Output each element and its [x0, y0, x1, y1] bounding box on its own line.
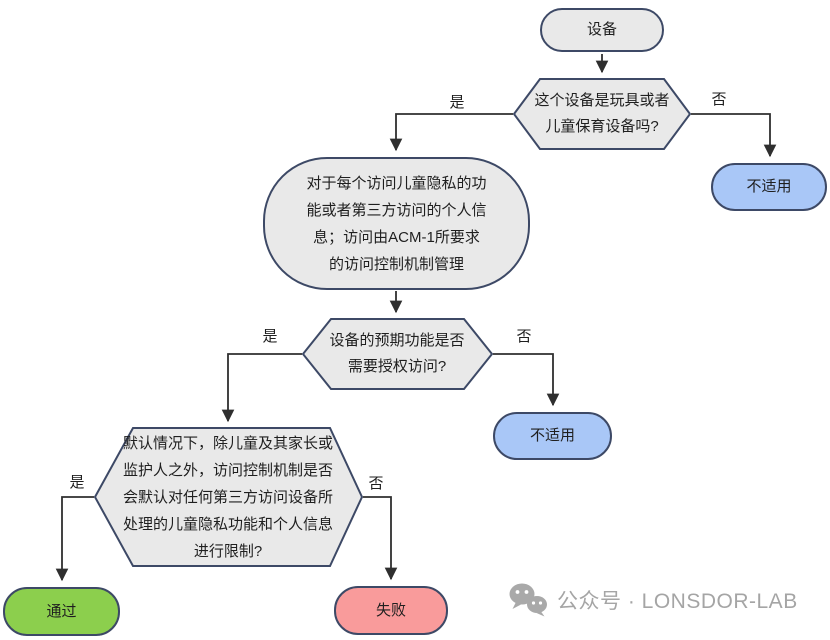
- acm-process-node-label: 对于每个访问儿童隐私的功 能或者第三方访问的个人信 息；访问由ACM-1所要求 …: [306, 174, 487, 273]
- edge-auth-yes-to-restrict-question: [221, 353, 302, 423]
- edge-label-auth-no: 否: [516, 328, 532, 345]
- edge-toy-yes-to-process: [389, 113, 513, 152]
- toy-question-hexagon: [512, 78, 692, 150]
- fail-node: 失败: [334, 586, 448, 635]
- auth-question-hexagon: [301, 318, 494, 390]
- pass-node-label: 通过: [46, 602, 77, 620]
- not-applicable-node-2-label: 不适用: [529, 427, 575, 444]
- restrict-question-hexagon: [93, 427, 364, 567]
- edge-label-toy-no: 否: [711, 91, 727, 108]
- edge-restrict-no-to-fail: [363, 496, 398, 581]
- watermark-text: 公众号 · LONSDOR-LAB: [557, 590, 798, 613]
- not-applicable-node-2: 不适用: [493, 412, 612, 460]
- pass-node: 通过: [3, 587, 120, 636]
- edge-label-restrict-yes: 是: [69, 474, 85, 491]
- wechat-icon: [509, 583, 547, 617]
- not-applicable-node-1: 不适用: [711, 163, 827, 211]
- edge-label-restrict-no: 否: [368, 475, 384, 492]
- acm-process-node: 对于每个访问儿童隐私的功 能或者第三方访问的个人信 息；访问由ACM-1所要求 …: [263, 157, 530, 290]
- device-node: 设备: [540, 8, 664, 52]
- not-applicable-node-1-label: 不适用: [746, 178, 792, 195]
- fail-node-label: 失败: [375, 601, 406, 619]
- edge-toy-no-to-not-applicable-1: [691, 113, 777, 158]
- edge-restrict-yes-to-pass: [55, 496, 94, 582]
- watermark: 公众号 · LONSDOR-LAB: [508, 583, 798, 617]
- device-node-label: 设备: [586, 21, 617, 38]
- edge-label-auth-yes: 是: [262, 328, 278, 345]
- edge-label-toy-yes: 是: [449, 94, 465, 111]
- edge-auth-no-to-not-applicable-2: [493, 353, 560, 407]
